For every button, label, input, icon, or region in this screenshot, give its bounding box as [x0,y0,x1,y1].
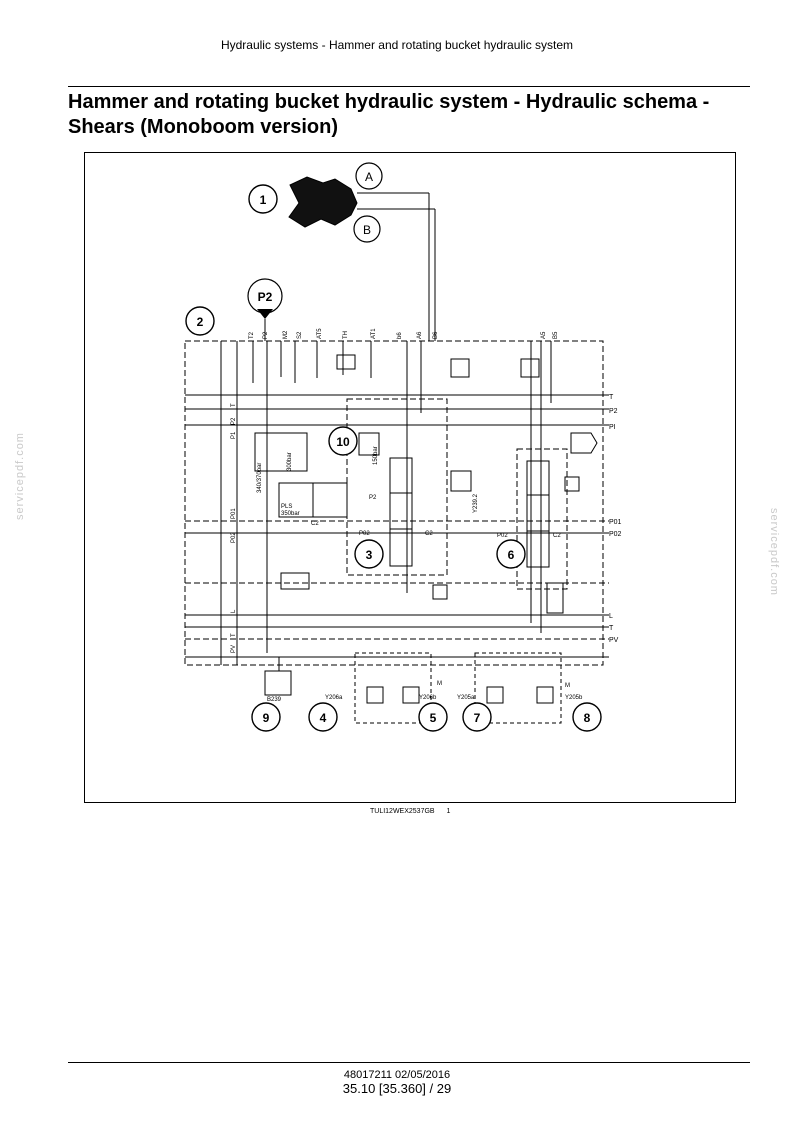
left-label-p1: P1 [231,431,237,439]
c2-label-c: C2 [553,533,561,539]
top-label-b6-lower: b6 [397,332,403,339]
left-label-p01: P01 [231,508,237,519]
hydraulic-schematic: P2 A B 1 2 3 4 5 6 7 [84,152,736,803]
top-label-at5: AT5 [317,328,323,339]
line-label-p02: P02 [609,531,622,538]
c2-label-b: C2 [425,531,433,537]
p2-inner-label: P2 [369,495,377,501]
top-label-s2: S2 [297,331,303,339]
left-label-l: L [231,609,237,613]
callout-8: 8 [584,711,591,725]
schematic-drawing: P2 A B 1 2 3 4 5 6 7 [184,162,622,732]
line-label-l: L [609,613,613,620]
top-label-b5: B5 [553,331,559,339]
watermark-right: servicepdf.com [768,508,780,596]
top-label-a6: A6 [417,331,423,339]
y206a-label: Y206a [325,695,343,701]
callout-7: 7 [474,711,481,725]
callout-3: 3 [366,548,373,562]
relief-300-label: 300bar [287,452,293,471]
watermark-left: servicepdf.com [14,432,26,520]
left-label-pv: PV [231,645,237,653]
y206b-label: Y206b [419,695,437,701]
top-label-b6: B6 [433,331,439,339]
top-label-a5: A5 [541,331,547,339]
page-title: Hammer and rotating bucket hydraulic sys… [68,91,710,138]
m-label-a: M [437,681,442,687]
m-label-b: M [565,683,570,689]
top-label-t2: T2 [249,331,255,339]
figure-code: TULI12WEX2537GB [370,808,435,815]
port-b-label: B [363,223,371,237]
pls-label: PLS [281,504,292,510]
footer-rule [68,1062,750,1063]
left-label-p2: P2 [231,417,237,425]
footer-page-number: 35.10 [35.360] / 29 [342,1081,452,1096]
p02-label-a: P02 [359,531,370,537]
header-rule [68,86,750,87]
top-label-m2: M2 [283,330,289,339]
pls-value-label: 350bar [281,511,300,517]
running-header: Hydraulic systems - Hammer and rotating … [220,38,574,52]
line-label-t: T [609,394,614,401]
b239-label: B239 [267,697,282,703]
shears-tool-icon [288,176,358,228]
left-label-t: T [231,403,237,407]
pump-p2: P2 [247,278,283,341]
top-label-th: TH [343,331,349,339]
line-label-p01: P01 [609,519,622,526]
footer-doc-code: 48017211 02/05/2016 [343,1069,451,1081]
port-p2-label: P2 [258,290,273,304]
line-label-t2: T [609,625,614,632]
line-label-p1: PI [609,424,616,431]
callout-5: 5 [430,711,437,725]
callout-9: 9 [263,711,270,725]
figure-number: 1 [446,808,451,815]
callout-4: 4 [320,711,327,725]
left-label-t-lower: T [231,633,237,637]
relief-340-label: 340/370bar [257,463,263,493]
p02-label-b: P02 [497,533,508,539]
line-label-pv: PV [609,637,619,644]
y239-label: Y239.2 [473,493,479,513]
port-a-label: A [365,170,373,184]
y205a-label: Y205a [457,695,475,701]
callout-2: 2 [197,315,204,329]
callout-6: 6 [508,548,515,562]
c2-label-a: C2 [311,521,319,527]
callout-1: 1 [260,193,267,207]
left-label-p02: P02 [231,532,237,543]
relief-150-label: 150bar [373,446,379,465]
callout-10: 10 [336,435,350,449]
figure-caption: TULI12WEX2537GB 1 [370,808,460,815]
top-label-p2: P2 [263,331,269,339]
top-label-at1: AT1 [371,328,377,339]
y205b-label: Y205b [565,695,583,701]
line-label-p2: P2 [609,408,618,415]
